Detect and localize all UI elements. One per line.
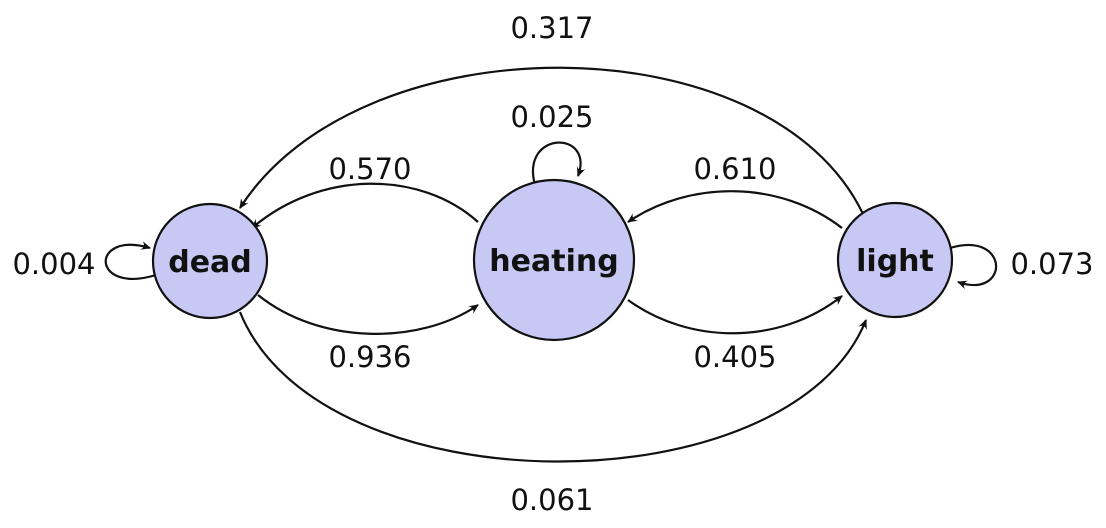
edge-light-dead bbox=[239, 66, 864, 215]
edge-light-self bbox=[949, 244, 998, 290]
edge-light-heating bbox=[627, 190, 843, 229]
node-heating-label: heating bbox=[489, 244, 618, 279]
node-dead: dead bbox=[151, 202, 269, 320]
edge-label-heating-dead: 0.570 bbox=[328, 152, 411, 186]
node-heating: heating bbox=[472, 178, 636, 342]
node-dead-label: dead bbox=[168, 245, 252, 280]
node-light-label: light bbox=[856, 244, 934, 279]
edge-label-dead-light: 0.061 bbox=[510, 483, 593, 517]
edge-label-light-dead: 0.317 bbox=[510, 11, 593, 45]
edge-labels: 0.317 0.025 0.570 0.610 0.004 0.073 0.93… bbox=[12, 11, 1093, 517]
edge-heating-self bbox=[531, 141, 586, 186]
edge-label-dead-self: 0.004 bbox=[12, 247, 95, 281]
edge-dead-light bbox=[238, 311, 868, 463]
node-light: light bbox=[836, 201, 954, 319]
edge-label-heating-light: 0.405 bbox=[693, 340, 776, 374]
edge-dead-self bbox=[104, 241, 157, 280]
edge-label-light-self: 0.073 bbox=[1010, 247, 1093, 281]
edge-label-light-heating: 0.610 bbox=[693, 152, 776, 186]
edge-dead-heating bbox=[257, 294, 479, 335]
edge-heating-light bbox=[627, 295, 843, 335]
edge-label-dead-heating: 0.936 bbox=[328, 340, 411, 374]
edges bbox=[104, 66, 998, 463]
edge-label-heating-self: 0.025 bbox=[510, 100, 593, 134]
edge-heating-dead bbox=[251, 182, 479, 229]
